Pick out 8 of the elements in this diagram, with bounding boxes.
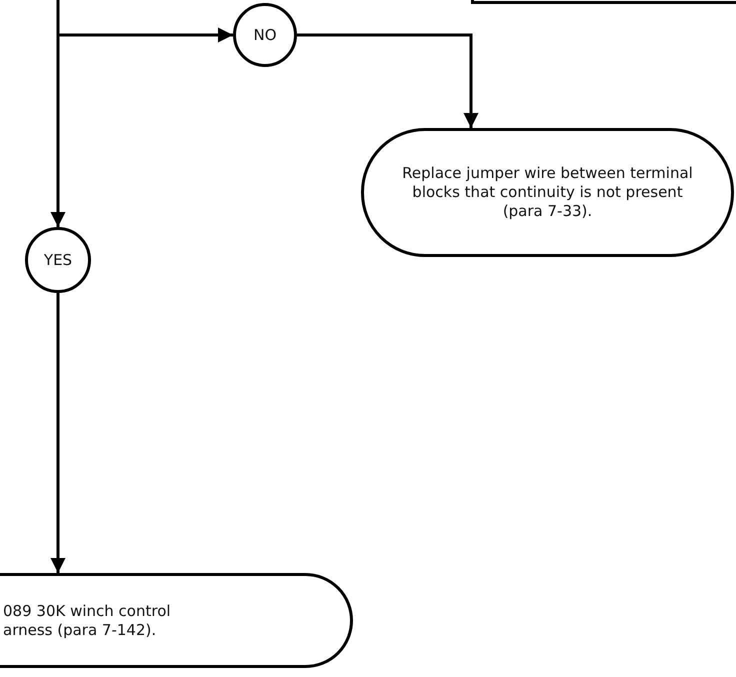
arrow: [50, 293, 66, 573]
decision-label: YES: [44, 250, 72, 270]
step-text: 089 30K winch control arness (para 7-142).: [3, 602, 172, 640]
arrow: [297, 34, 478, 128]
step-text: Replace jumper wire between terminal blocks that continuity is not present (para 7-33).: [401, 164, 694, 221]
arrow: [50, 0, 66, 227]
terminator-box: [0, 573, 353, 668]
decision-label: NO: [253, 26, 277, 44]
